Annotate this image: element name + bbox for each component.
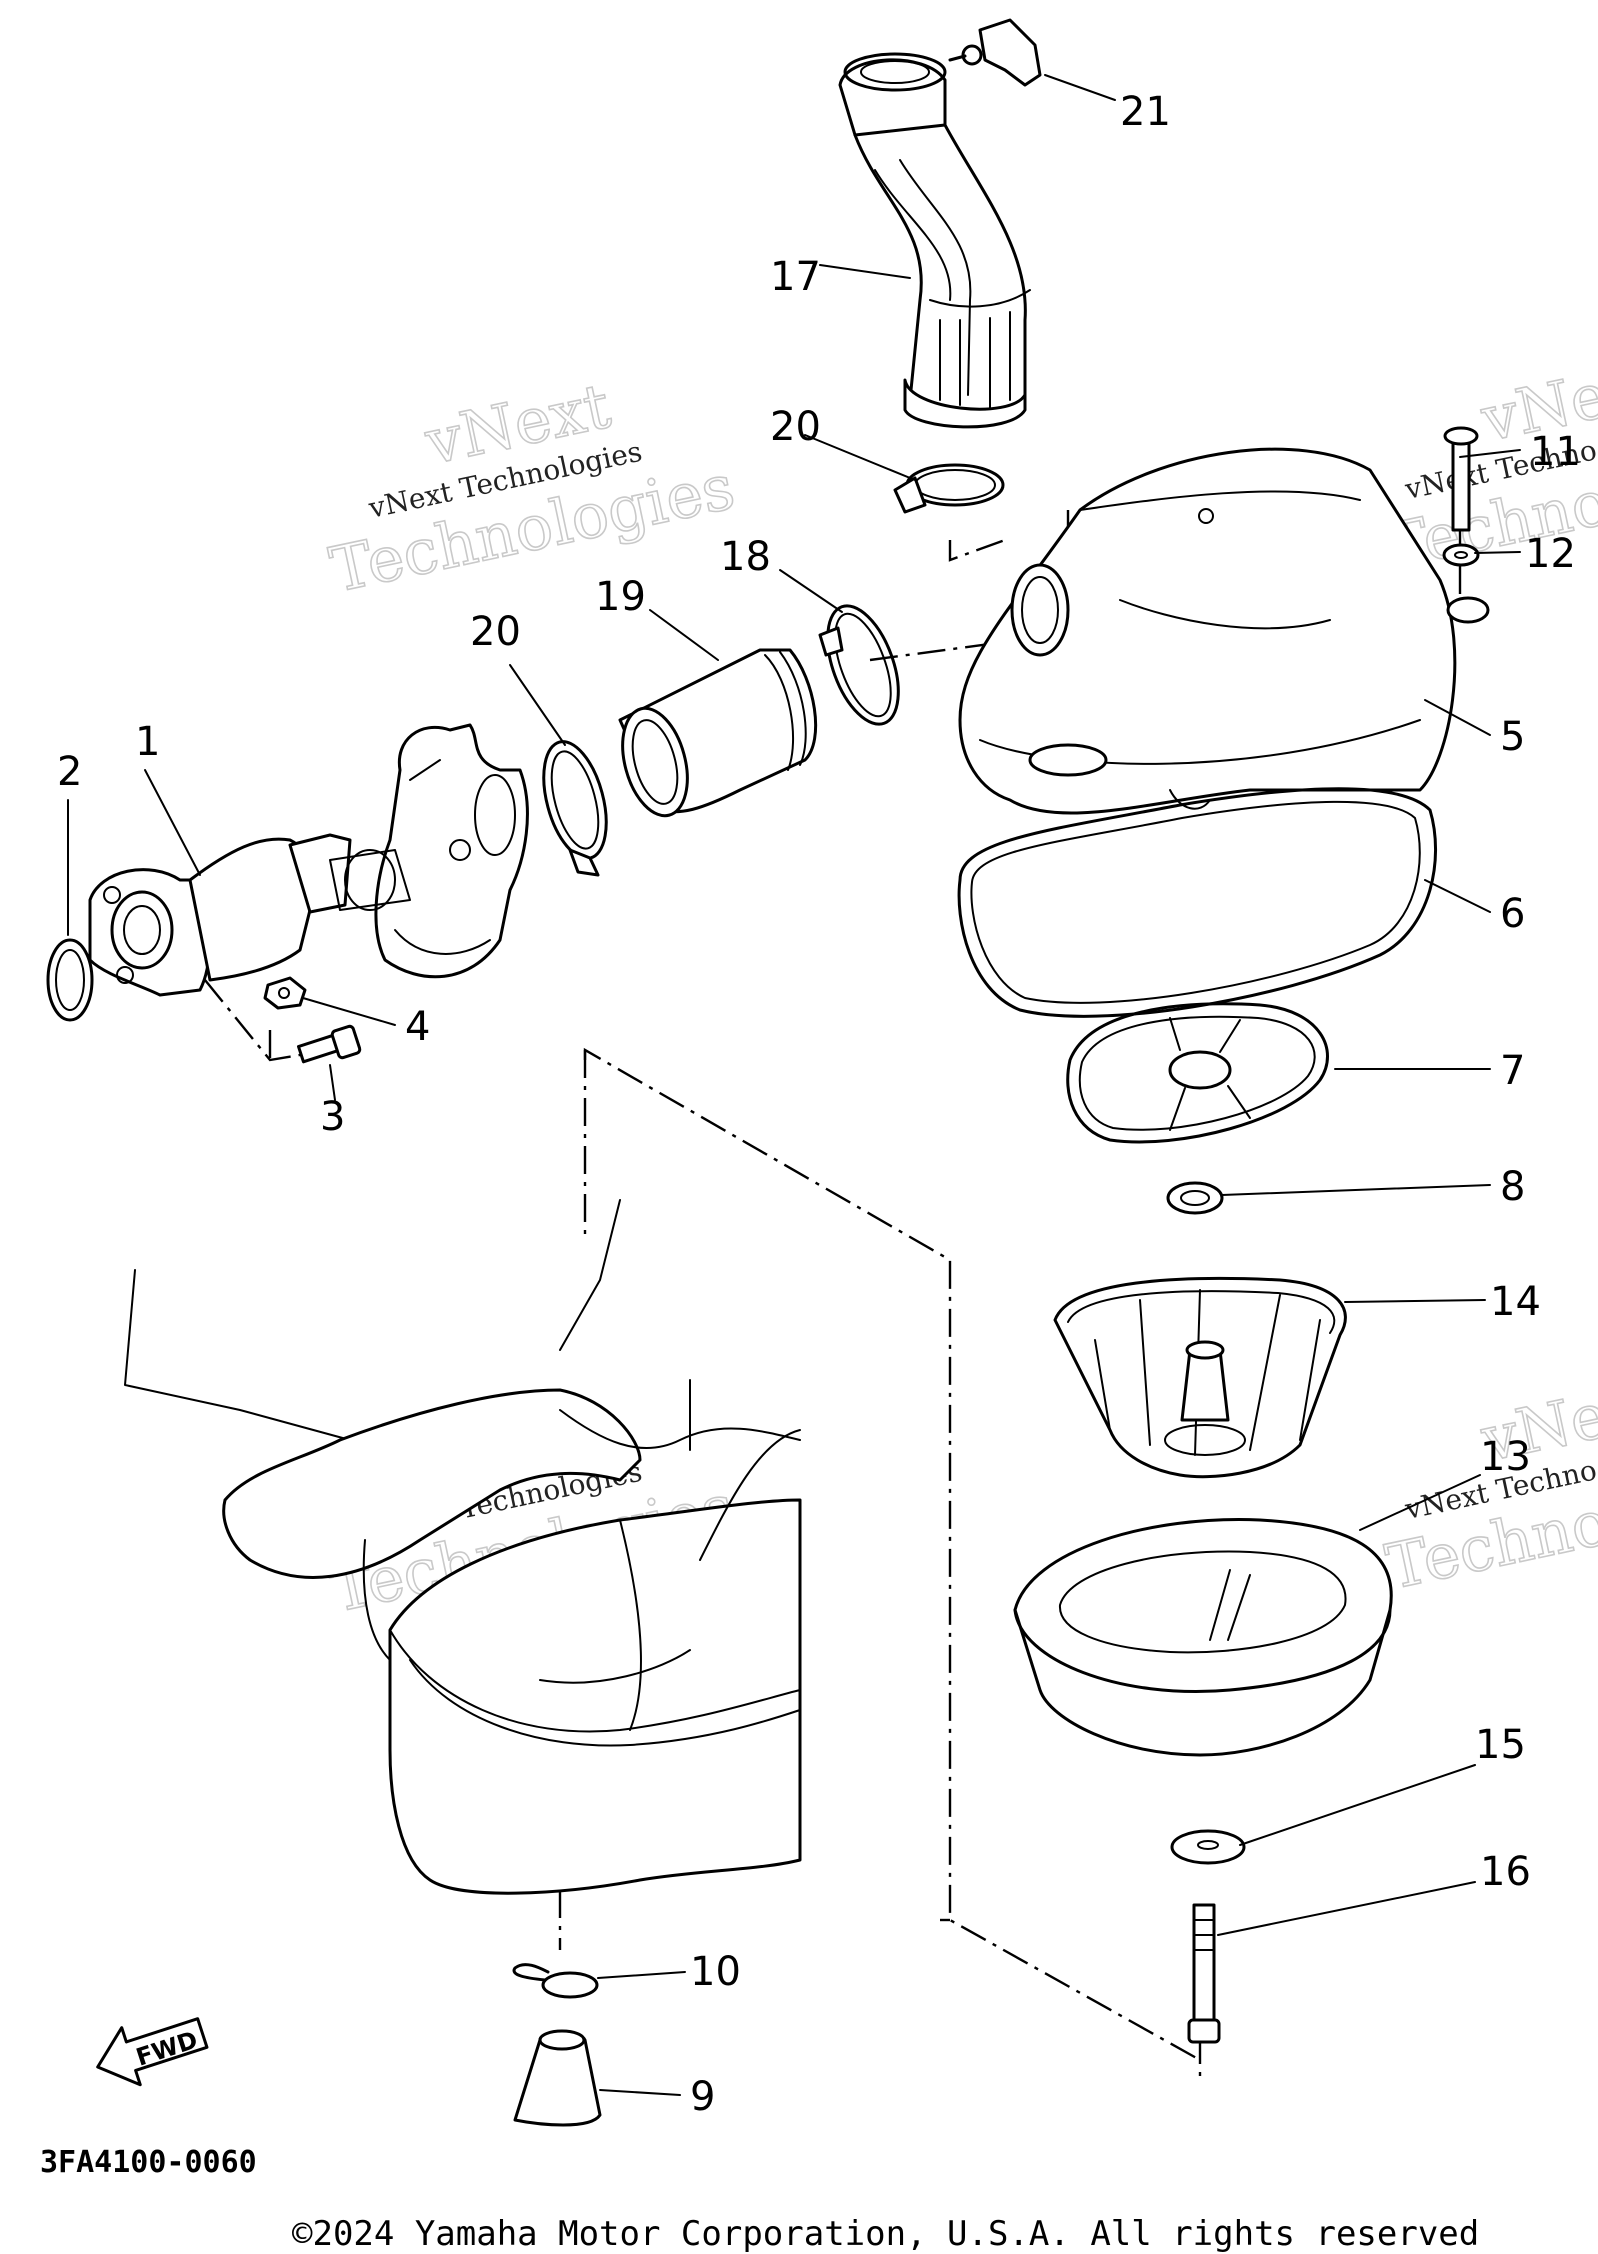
part-6-gasket [957,787,1437,1018]
callout-20-upper: 20 [770,404,821,450]
part-20-lower-clamp [542,740,608,877]
part-9-drain-pipe [513,2029,602,2127]
part-1-intake-manifold [88,833,411,997]
part-16-bolt [1187,1903,1221,2044]
callout-20-lower: 20 [470,609,521,655]
callout-5: 5 [1500,714,1525,760]
part-12-washer [1442,543,1480,567]
callout-17: 17 [770,254,821,300]
part-14-filter-cage [1053,1276,1347,1479]
part-19-intake-joint [618,648,818,818]
callout-9: 9 [690,2074,715,2120]
copyright: ©2024 Yamaha Motor Corporation, U.S.A. A… [292,2214,1479,2254]
callout-8: 8 [1500,1164,1525,1210]
callout-numbers: 1 2 3 4 5 6 7 8 9 10 11 12 13 14 15 16 1… [57,89,1581,2120]
callout-4: 4 [405,1004,430,1050]
part-10-clip [512,1963,599,1999]
part-2-o-ring [46,938,94,1022]
callout-10: 10 [690,1949,741,1995]
leader-lines [67,74,1521,2096]
callout-7: 7 [1500,1048,1525,1094]
callout-15: 15 [1475,1722,1526,1768]
callout-18: 18 [720,534,771,580]
callout-12: 12 [1525,531,1576,577]
carburetor [374,723,529,979]
watermark-top-left: vNext vNext Technologies Technologies [323,368,741,607]
callout-1: 1 [135,719,160,765]
fwd-arrow-icon: FWD [96,2017,209,2087]
part-17-breather-duct [838,52,1031,429]
callout-21: 21 [1120,89,1171,135]
part-4-nut [263,976,307,1010]
callout-16: 16 [1480,1849,1531,1895]
part-15-washer [1170,1829,1246,1865]
callout-19: 19 [595,574,646,620]
part-18-clamp [818,604,900,726]
part-20-upper-clamp [893,463,1005,514]
callout-14: 14 [1490,1279,1541,1325]
callout-6: 6 [1500,891,1525,937]
callout-2: 2 [57,749,82,795]
air-box-case [124,1199,802,1895]
part-5-air-box-cover [958,447,1490,815]
callout-3: 3 [320,1094,345,1140]
part-7-filter-screen [1066,1002,1329,1144]
part-code: 3FA4100-0060 [40,2145,257,2180]
watermark-bottom-right: vNext vNext Techno Techno [1379,1365,1598,1604]
part-21-breather-fitting [948,18,1042,87]
part-13-filter-element [1013,1518,1393,1757]
part-3-bolt [297,1024,362,1064]
callout-13: 13 [1480,1434,1531,1480]
part-8-lock-washer [1166,1181,1224,1215]
callout-11: 11 [1530,429,1581,475]
part-11-bolt [1443,426,1479,532]
